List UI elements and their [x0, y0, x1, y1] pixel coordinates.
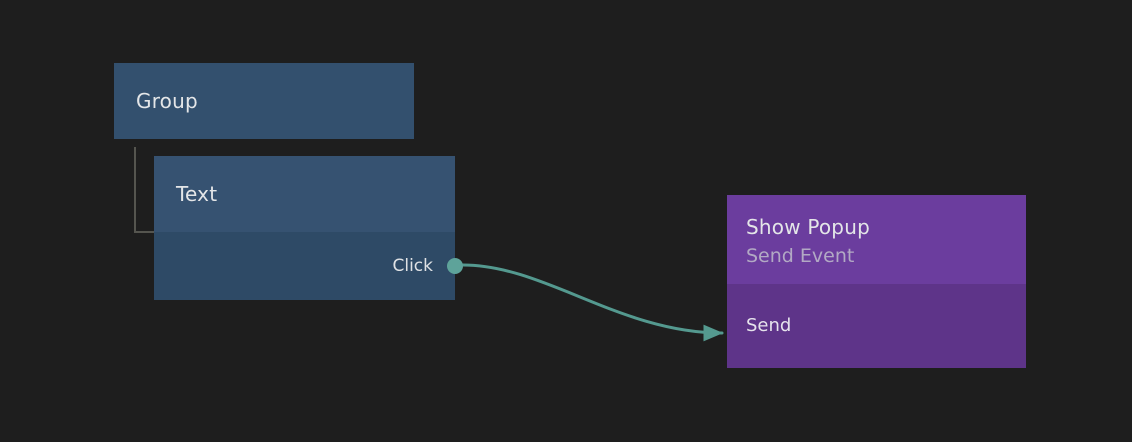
node-show-popup-subtitle: Send Event [746, 245, 855, 267]
node-text-header[interactable]: Text [154, 156, 455, 232]
node-show-popup-body: Send [727, 284, 1026, 368]
tree-branch-icon [134, 147, 156, 233]
node-group[interactable]: Group [114, 63, 414, 139]
node-text[interactable]: Text Click [154, 156, 463, 300]
node-show-popup[interactable]: Show Popup Send Event Send [727, 195, 1026, 368]
port-label-click: Click [392, 256, 433, 276]
connection-click-to-send[interactable] [461, 263, 724, 342]
node-text-title: Text [176, 182, 218, 206]
node-text-body: Click [154, 232, 463, 300]
node-group-title: Group [136, 89, 198, 113]
node-show-popup-title: Show Popup [746, 215, 870, 239]
port-label-send: Send [746, 315, 792, 336]
node-show-popup-header[interactable]: Show Popup Send Event [727, 195, 1026, 284]
node-group-header[interactable]: Group [114, 63, 414, 139]
port-dot-icon-click[interactable] [447, 258, 463, 274]
